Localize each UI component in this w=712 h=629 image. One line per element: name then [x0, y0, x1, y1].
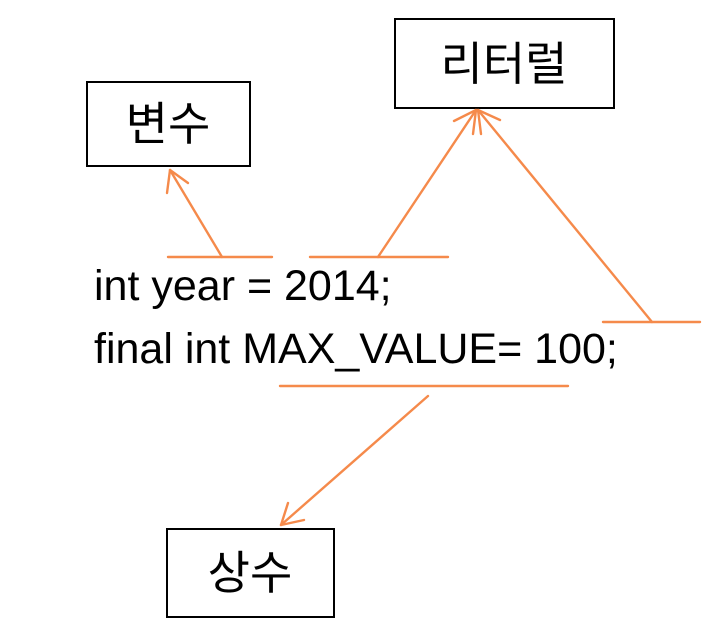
constant-box: 상수 — [166, 528, 335, 618]
arrow-2014-to-literal — [376, 108, 478, 259]
arrow-year-to-variable — [165, 168, 224, 259]
literal-box: 리터럴 — [394, 18, 615, 109]
constant-label: 상수 — [208, 546, 293, 600]
variable-label: 변수 — [126, 97, 211, 151]
arrow-100-to-literal — [476, 108, 654, 324]
arrow-max-value-to-constant — [279, 394, 430, 527]
code-line-1: int year = 2014; — [94, 262, 392, 310]
literal-label: 리터럴 — [441, 37, 568, 91]
code-line-2: final int MAX_VALUE= 100; — [94, 325, 618, 373]
variable-box: 변수 — [86, 81, 251, 167]
